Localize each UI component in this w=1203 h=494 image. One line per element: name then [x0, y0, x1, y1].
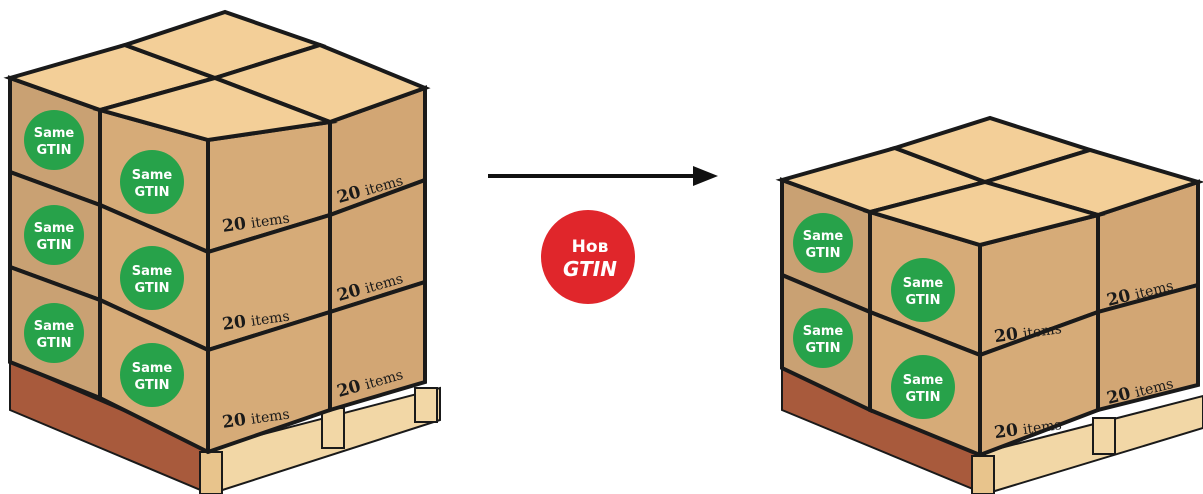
- item-count-unit: items: [250, 211, 291, 232]
- item-count-number: 20: [221, 410, 247, 433]
- right-pallet: Same GTIN Same GTIN Same GTIN Same GTIN …: [775, 115, 1203, 494]
- badge-line1: Same: [903, 276, 944, 291]
- same-gtin-badge: Same GTIN: [24, 205, 84, 265]
- same-gtin-badge: Same GTIN: [120, 150, 184, 214]
- badge-line2: GTIN: [805, 246, 840, 261]
- same-gtin-badge: Same GTIN: [24, 110, 84, 170]
- badge-line1: Same: [903, 373, 944, 388]
- badge-line1: Same: [803, 324, 844, 339]
- same-gtin-badge: Same GTIN: [891, 258, 955, 322]
- new-gtin-line2: GTIN: [563, 257, 617, 281]
- badge-line2: GTIN: [134, 185, 169, 200]
- badge-line2: GTIN: [805, 341, 840, 356]
- item-count-unit: items: [250, 309, 291, 330]
- same-gtin-badge: Same GTIN: [891, 355, 955, 419]
- badge-line1: Same: [132, 264, 173, 279]
- box-item-count: 20 items: [221, 208, 291, 237]
- badge-line2: GTIN: [134, 281, 169, 296]
- pallet-base: [9, 360, 441, 494]
- svg-text:20 items: 20 items: [221, 306, 291, 335]
- same-gtin-badge: Same GTIN: [120, 343, 184, 407]
- svg-text:20 items: 20 items: [993, 318, 1063, 347]
- badge-line1: Same: [803, 229, 844, 244]
- new-gtin-line1: Нов: [572, 237, 609, 257]
- svg-text:20 items: 20 items: [221, 404, 291, 433]
- badge-line2: GTIN: [905, 293, 940, 308]
- item-count-number: 20: [993, 420, 1019, 443]
- same-gtin-badge: Same GTIN: [793, 308, 853, 368]
- badge-line1: Same: [132, 361, 173, 376]
- badge-line2: GTIN: [36, 143, 71, 158]
- badge-line2: GTIN: [905, 390, 940, 405]
- item-count-number: 20: [221, 312, 247, 335]
- box-item-count: 20 items: [221, 306, 291, 335]
- item-count-number: 20: [221, 214, 247, 237]
- item-count-unit: items: [1022, 321, 1063, 342]
- left-pallet: Same GTIN Same GTIN Same GTIN Same GTIN …: [3, 9, 441, 494]
- item-count-number: 20: [1105, 384, 1133, 409]
- new-gtin-badge: Нов GTIN: [541, 210, 635, 304]
- badge-line1: Same: [132, 168, 173, 183]
- svg-text:20 items: 20 items: [993, 414, 1063, 443]
- box-item-count: 20 items: [221, 404, 291, 433]
- same-gtin-badge: Same GTIN: [120, 246, 184, 310]
- item-count-unit: items: [1022, 417, 1063, 438]
- badge-line2: GTIN: [134, 378, 169, 393]
- item-count-unit: items: [250, 407, 291, 428]
- badge-line1: Same: [34, 126, 75, 141]
- box-item-count: 20 items: [993, 414, 1063, 443]
- badge-line2: GTIN: [36, 238, 71, 253]
- transition-arrow: [488, 166, 718, 186]
- badge-line1: Same: [34, 221, 75, 236]
- svg-text:20 items: 20 items: [221, 208, 291, 237]
- badge-line1: Same: [34, 319, 75, 334]
- item-count-number: 20: [993, 324, 1019, 347]
- badge-line2: GTIN: [36, 336, 71, 351]
- same-gtin-badge: Same GTIN: [24, 303, 84, 363]
- same-gtin-badge: Same GTIN: [793, 213, 853, 273]
- box-item-count: 20 items: [993, 318, 1063, 347]
- pallet-base: [781, 366, 1203, 494]
